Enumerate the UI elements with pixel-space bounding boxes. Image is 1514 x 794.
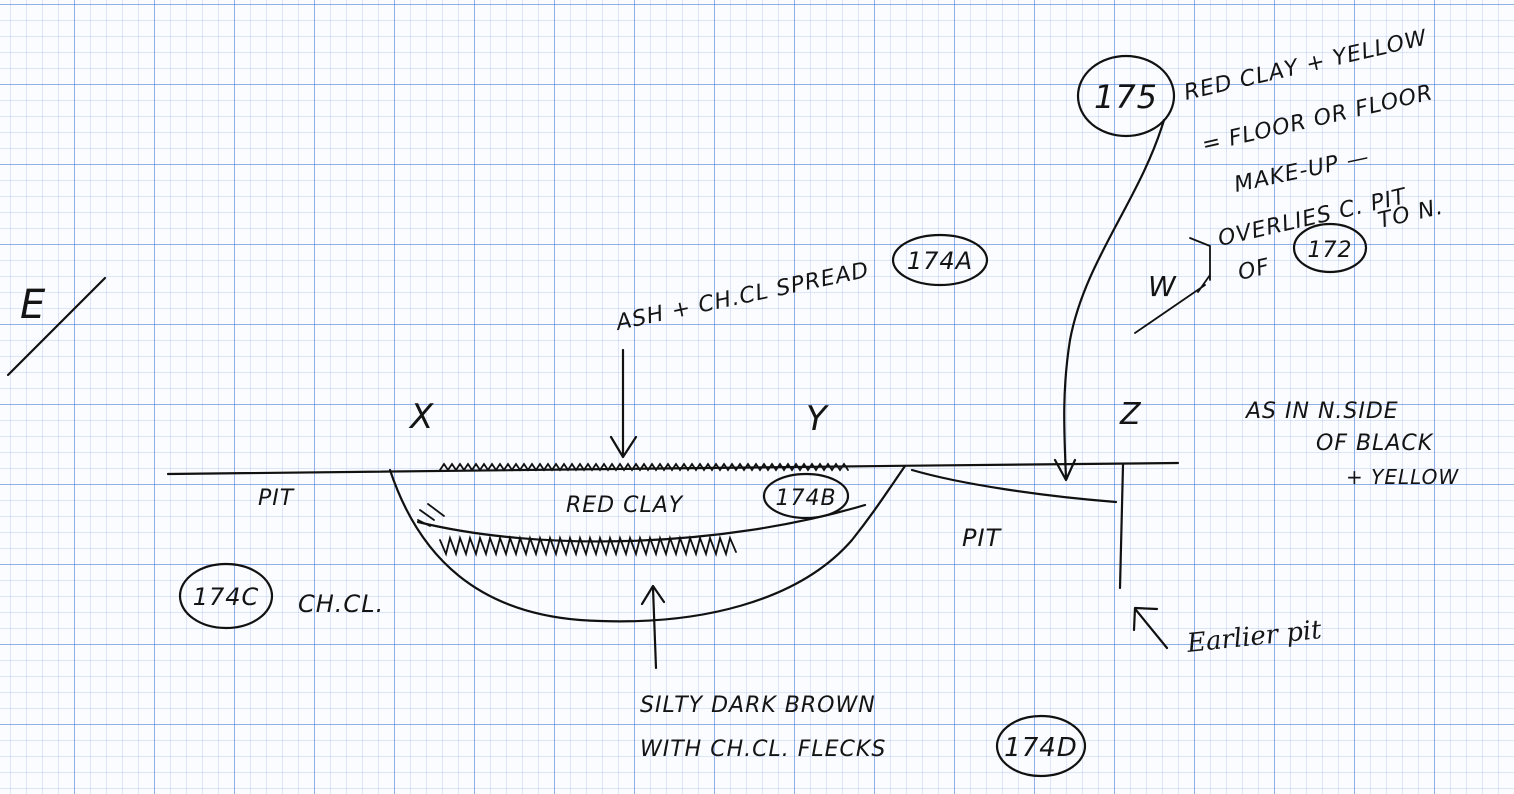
context-175: 175 xyxy=(1076,54,1176,138)
context-175-label: 175 xyxy=(1094,78,1158,116)
layer-boundary-174b xyxy=(416,503,867,543)
silty-fill-arrow xyxy=(640,584,666,670)
pit-cut-outline xyxy=(388,464,907,623)
pit-left-label: PIT xyxy=(258,486,295,511)
context-172-label: 172 xyxy=(1308,238,1353,263)
red-clay-label: RED CLAY xyxy=(566,493,684,518)
earlier-pit-edge xyxy=(1118,463,1125,590)
right-pit-boundary xyxy=(910,468,1118,504)
context-175-arrow xyxy=(1053,118,1166,482)
north-side-note-line1: AS IN N.SIDE xyxy=(1244,399,1399,424)
context-174c-label: 174C xyxy=(193,583,260,611)
w-label: W xyxy=(1148,270,1177,303)
context-174a-label: 174A xyxy=(907,247,973,275)
north-side-note-line3: + YELLOW xyxy=(1346,465,1459,489)
context-174d-label: 174D xyxy=(1004,733,1078,763)
orientation-slash xyxy=(6,276,107,377)
pit-right-label: PIT xyxy=(962,524,1003,552)
orientation-label: E xyxy=(20,282,46,328)
point-x-label: X xyxy=(408,397,434,437)
ash-charcoal-spread-hatching xyxy=(439,462,849,472)
context-174d: 174D xyxy=(995,714,1087,778)
point-z-label: Z xyxy=(1119,397,1142,432)
charcoal-label: CH.CL. xyxy=(298,590,384,618)
note-175-line3: MAKE-UP — xyxy=(1232,145,1372,198)
earlier-pit-label: Earlier pit xyxy=(1185,615,1324,659)
context-172: 172 xyxy=(1292,222,1368,274)
context-174c: 174C xyxy=(178,562,274,630)
ash-spread-label: ASH + CH.CL SPREAD xyxy=(612,258,871,336)
ash-spread-arrow xyxy=(609,348,638,459)
w-bracket xyxy=(1134,237,1211,334)
context-174b: 174B xyxy=(762,472,850,520)
point-y-label: Y xyxy=(806,399,829,439)
context-174a: 174A xyxy=(891,233,989,287)
silty-fill-label-line2: WITH CH.CL. FLECKS xyxy=(640,737,886,762)
earlier-pit-arrow xyxy=(1132,606,1169,650)
note-175-line5-of: OF xyxy=(1236,254,1273,286)
north-side-note-line2: OF BLACK xyxy=(1316,431,1434,456)
charcoal-layer-hatching xyxy=(439,534,737,558)
context-174b-label: 174B xyxy=(775,486,836,511)
charcoal-edge-hatching xyxy=(417,503,445,527)
silty-fill-label-line1: SILTY DARK BROWN xyxy=(640,693,876,718)
